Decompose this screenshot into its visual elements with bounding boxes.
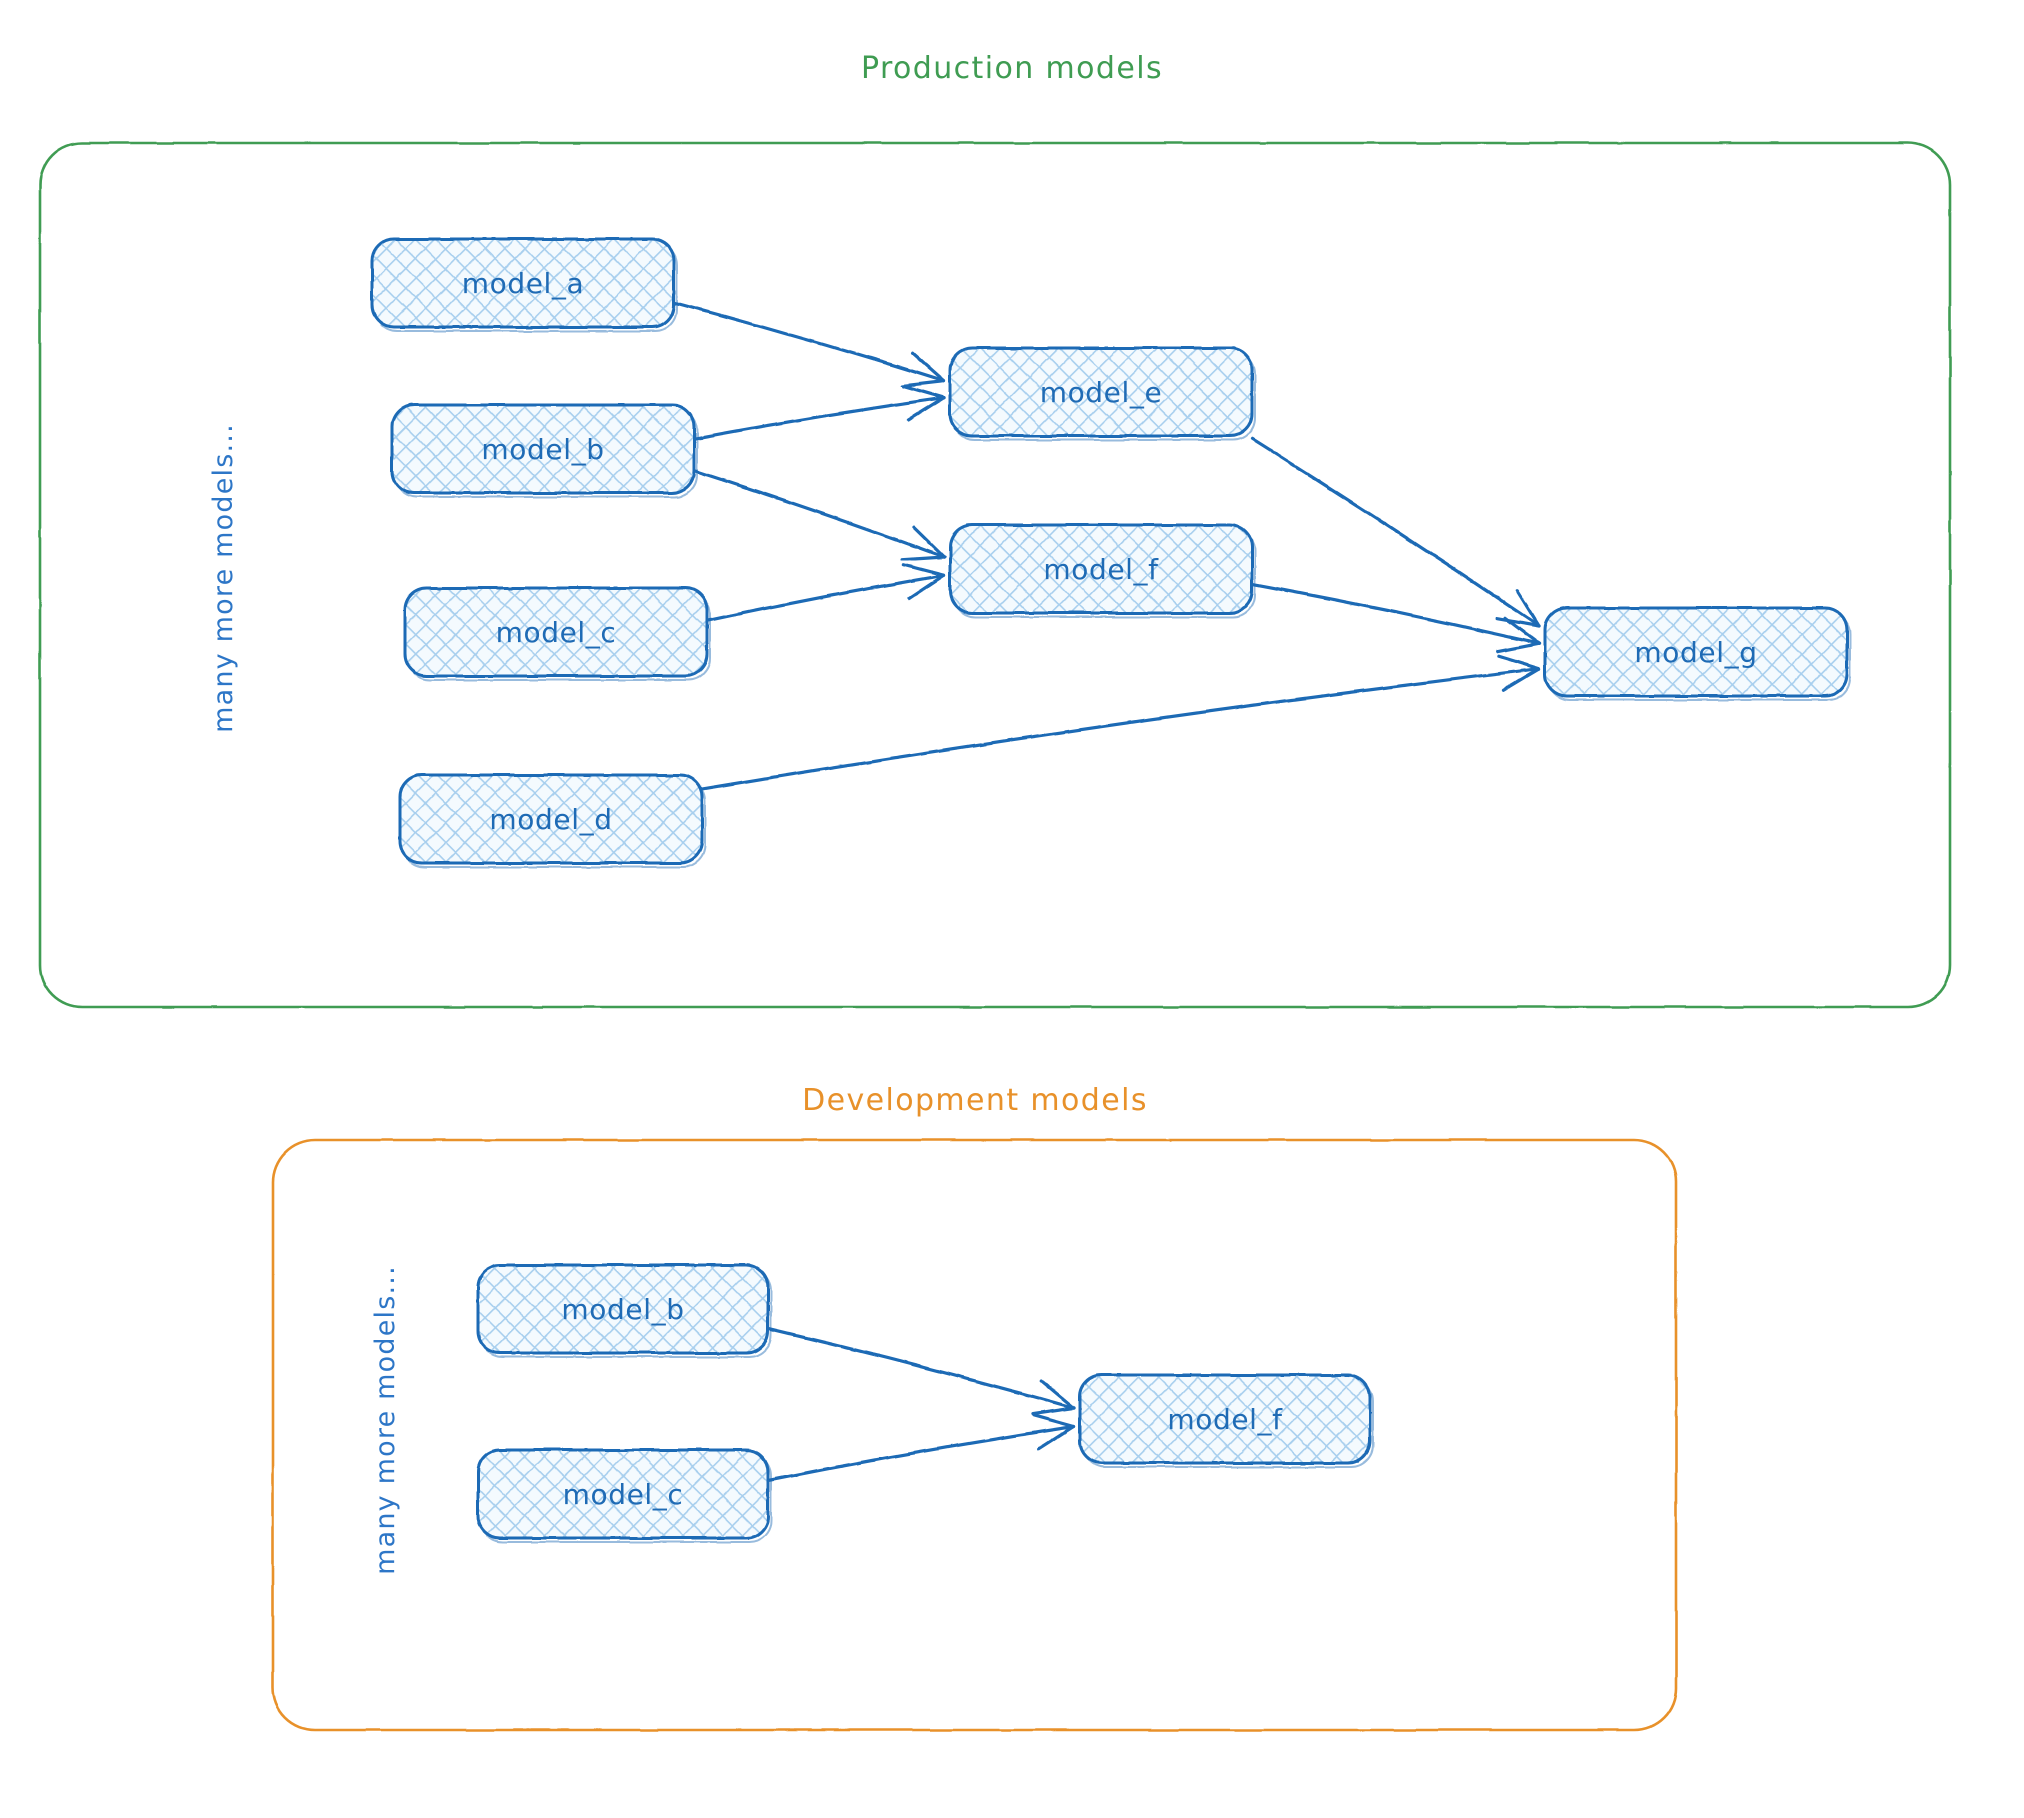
edge-line: [700, 667, 1541, 791]
edge-line: [672, 301, 946, 383]
group-title-production: Production models: [861, 51, 1163, 86]
group-labels: Production models many more models... Deve…: [208, 51, 1163, 1575]
node-model_c[interactable]: model_c: [403, 586, 711, 681]
edges: [672, 301, 1541, 1483]
arrowhead-stroke: [1497, 654, 1541, 671]
node-box[interactable]: [476, 1448, 770, 1540]
arrowhead-stroke: [900, 555, 946, 562]
node-model_b[interactable]: model_b: [476, 1263, 772, 1358]
arrowhead-stroke: [1037, 1424, 1076, 1451]
arrowhead-stroke: [906, 396, 946, 422]
node-box[interactable]: [370, 237, 676, 329]
node-box[interactable]: [390, 403, 696, 495]
edge-line: [705, 573, 946, 623]
edge-model_d-to-model_g: [700, 654, 1541, 791]
arrowhead-stroke: [1496, 642, 1541, 654]
arrowhead-stroke: [910, 351, 946, 383]
node-label: model_c: [496, 616, 617, 649]
arrowhead-stroke: [900, 379, 946, 388]
group-title-development: Development models: [802, 1083, 1148, 1118]
edge-model_f-to-model_g: [1250, 582, 1541, 654]
edge-model_e-to-model_g: [1250, 437, 1541, 628]
node-box[interactable]: [1543, 606, 1849, 698]
arrowhead-stroke: [912, 526, 946, 559]
edge-line: [766, 1424, 1076, 1483]
many-more-models-label-production: many more models...: [208, 423, 239, 733]
edge-model_b-to-model_f: [692, 469, 946, 562]
node-box[interactable]: [398, 773, 704, 865]
arrowhead-stroke: [1515, 588, 1541, 628]
edge-line: [692, 469, 946, 559]
arrowhead-stroke: [902, 384, 946, 400]
node-model_f[interactable]: model_f: [948, 523, 1256, 618]
arrowhead-stroke: [1030, 1406, 1076, 1416]
edge-model_c-to-model_f: [766, 1413, 1076, 1483]
group-container-development: [271, 1138, 1678, 1732]
node-model_d[interactable]: model_d: [398, 773, 706, 868]
arrowhead-stroke: [907, 573, 946, 601]
node-model_a[interactable]: model_a: [370, 237, 678, 332]
edge-line: [766, 1327, 1076, 1410]
arrowhead-stroke: [1503, 616, 1541, 646]
node-box[interactable]: [948, 523, 1254, 615]
arrowhead-stroke: [1501, 667, 1541, 692]
node-label: model_b: [481, 433, 604, 466]
node-label: model_d: [489, 803, 612, 836]
node-model_c[interactable]: model_c: [476, 1448, 772, 1543]
edge-model_b-to-model_e: [692, 384, 946, 441]
node-label: model_e: [1040, 376, 1163, 409]
node-model_b[interactable]: model_b: [390, 403, 698, 498]
node-box[interactable]: [403, 586, 709, 678]
nodes: model_a model_b model_c model_d model_emodel…: [370, 237, 1851, 1543]
node-model_f[interactable]: model_f: [1078, 1373, 1374, 1468]
node-model_g[interactable]: model_g: [1543, 606, 1851, 701]
edge-line: [1250, 437, 1541, 628]
edge-model_b-to-model_f: [766, 1327, 1076, 1416]
node-label: model_g: [1634, 636, 1757, 669]
many-more-models-label-development: many more models...: [370, 1265, 401, 1575]
edge-line: [692, 396, 946, 441]
edge-line: [1250, 582, 1541, 646]
node-box[interactable]: [476, 1263, 770, 1355]
node-box[interactable]: [1078, 1373, 1372, 1465]
edge-model_c-to-model_f: [705, 563, 946, 623]
edge-model_a-to-model_e: [672, 301, 946, 388]
node-label: model_b: [561, 1293, 684, 1326]
arrowhead-stroke: [1040, 1379, 1076, 1410]
arrowhead-stroke: [1031, 1413, 1076, 1429]
node-label: model_a: [462, 267, 585, 300]
node-label: model_f: [1043, 553, 1159, 586]
node-label: model_f: [1167, 1403, 1283, 1436]
group-containers: [38, 141, 1952, 1732]
node-label: model_c: [563, 1478, 684, 1511]
arrowhead-stroke: [1496, 617, 1541, 628]
node-box[interactable]: [948, 346, 1254, 438]
node-model_e[interactable]: model_e: [948, 346, 1256, 441]
arrowhead-stroke: [901, 563, 946, 577]
group-container-production: [38, 141, 1952, 1009]
